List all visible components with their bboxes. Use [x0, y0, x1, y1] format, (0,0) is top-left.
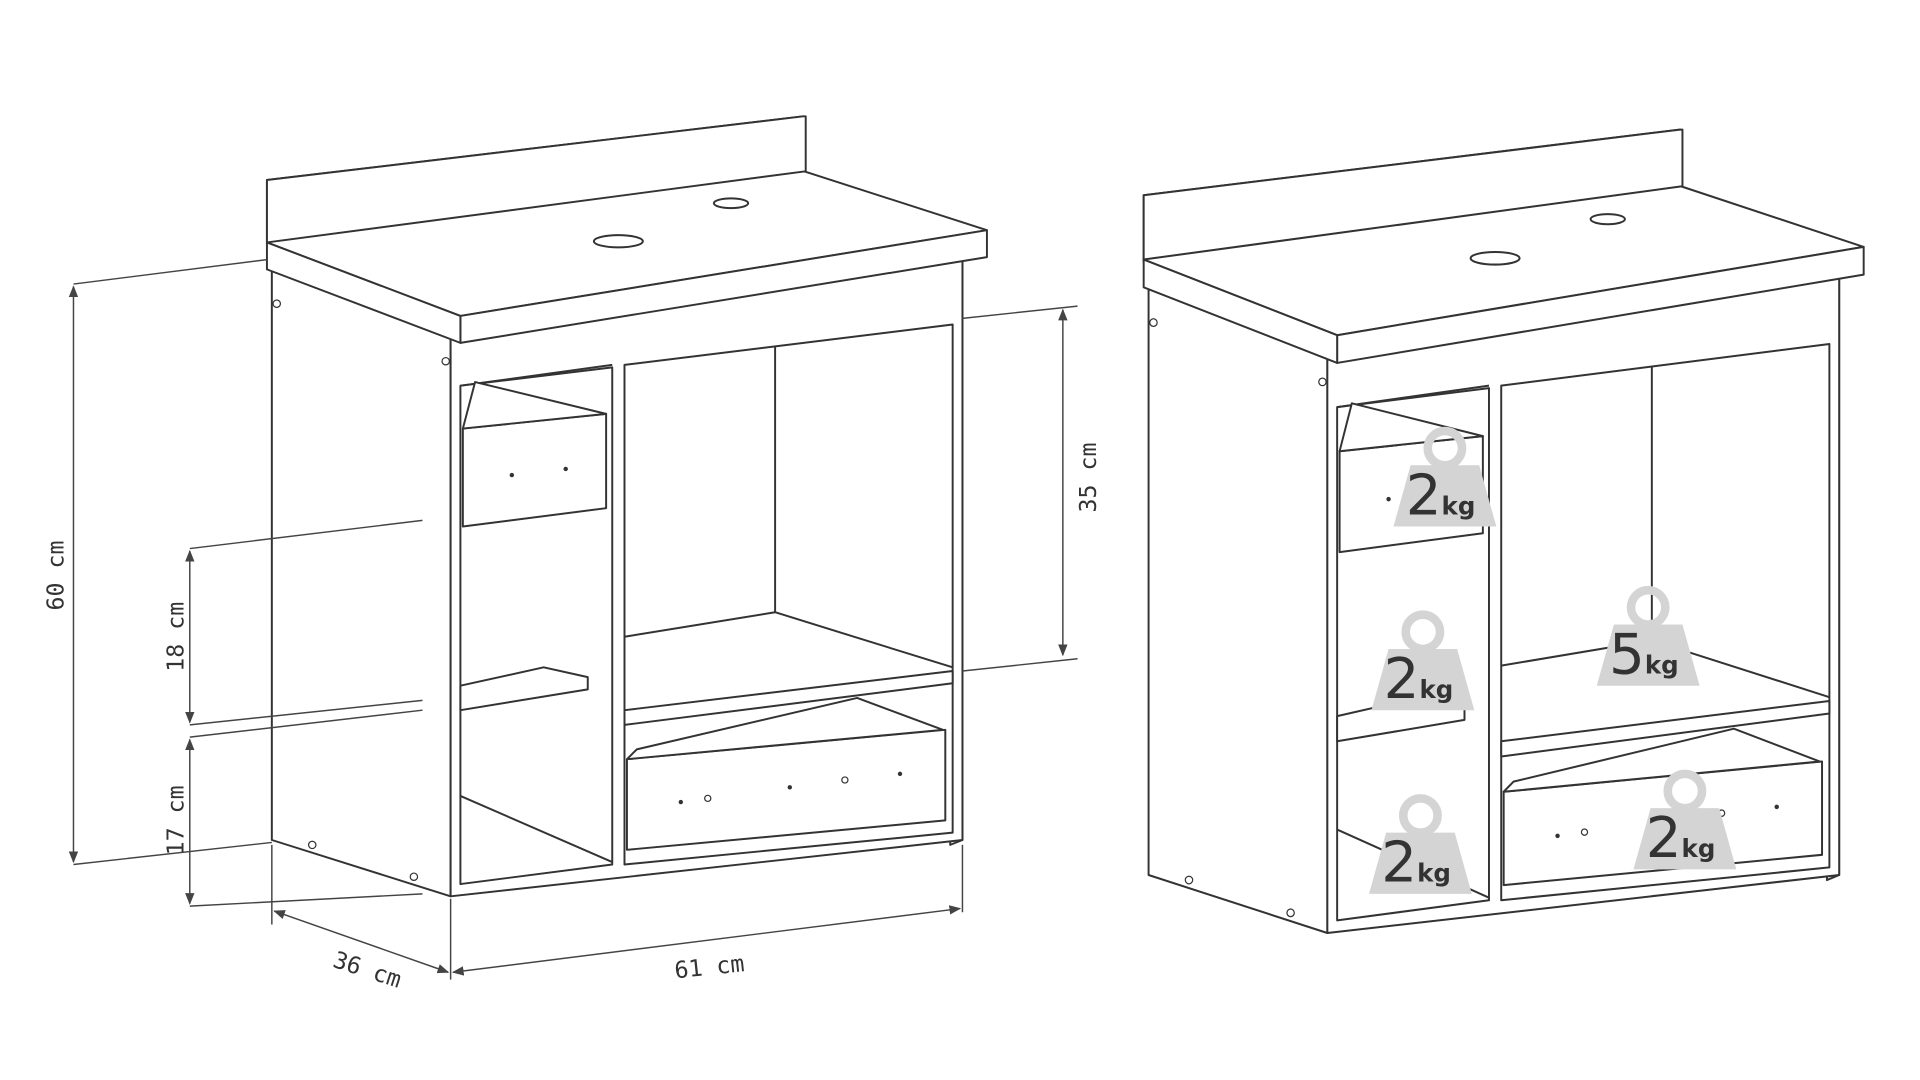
dimension-height-bottom: 17 cm	[163, 785, 190, 855]
weight-icon-drawer-left: 2kg	[1393, 431, 1496, 528]
svg-text:2kg: 2kg	[1384, 647, 1454, 712]
weight-icon-shelf-right: 5kg	[1597, 590, 1700, 687]
weight-icon-shelf-left: 2kg	[1371, 615, 1474, 712]
dimension-height-total: 60 cm	[43, 541, 70, 611]
dimension-height-shelf: 18 cm	[163, 602, 190, 672]
weight-icon-bottom-left: 2kg	[1369, 798, 1472, 895]
weight-icon-drawer-right: 2kg	[1633, 774, 1736, 871]
dimension-width: 61 cm	[673, 950, 745, 984]
svg-text:2kg: 2kg	[1381, 831, 1451, 896]
svg-text:2kg: 2kg	[1646, 806, 1716, 871]
dimension-lines	[68, 258, 1078, 980]
dimension-height-right: 35 cm	[1075, 443, 1102, 513]
cabinet-dimensions-view	[265, 115, 988, 898]
cabinet-load-view	[1142, 128, 1865, 935]
svg-text:5kg: 5kg	[1609, 622, 1679, 687]
svg-text:2kg: 2kg	[1406, 463, 1476, 528]
